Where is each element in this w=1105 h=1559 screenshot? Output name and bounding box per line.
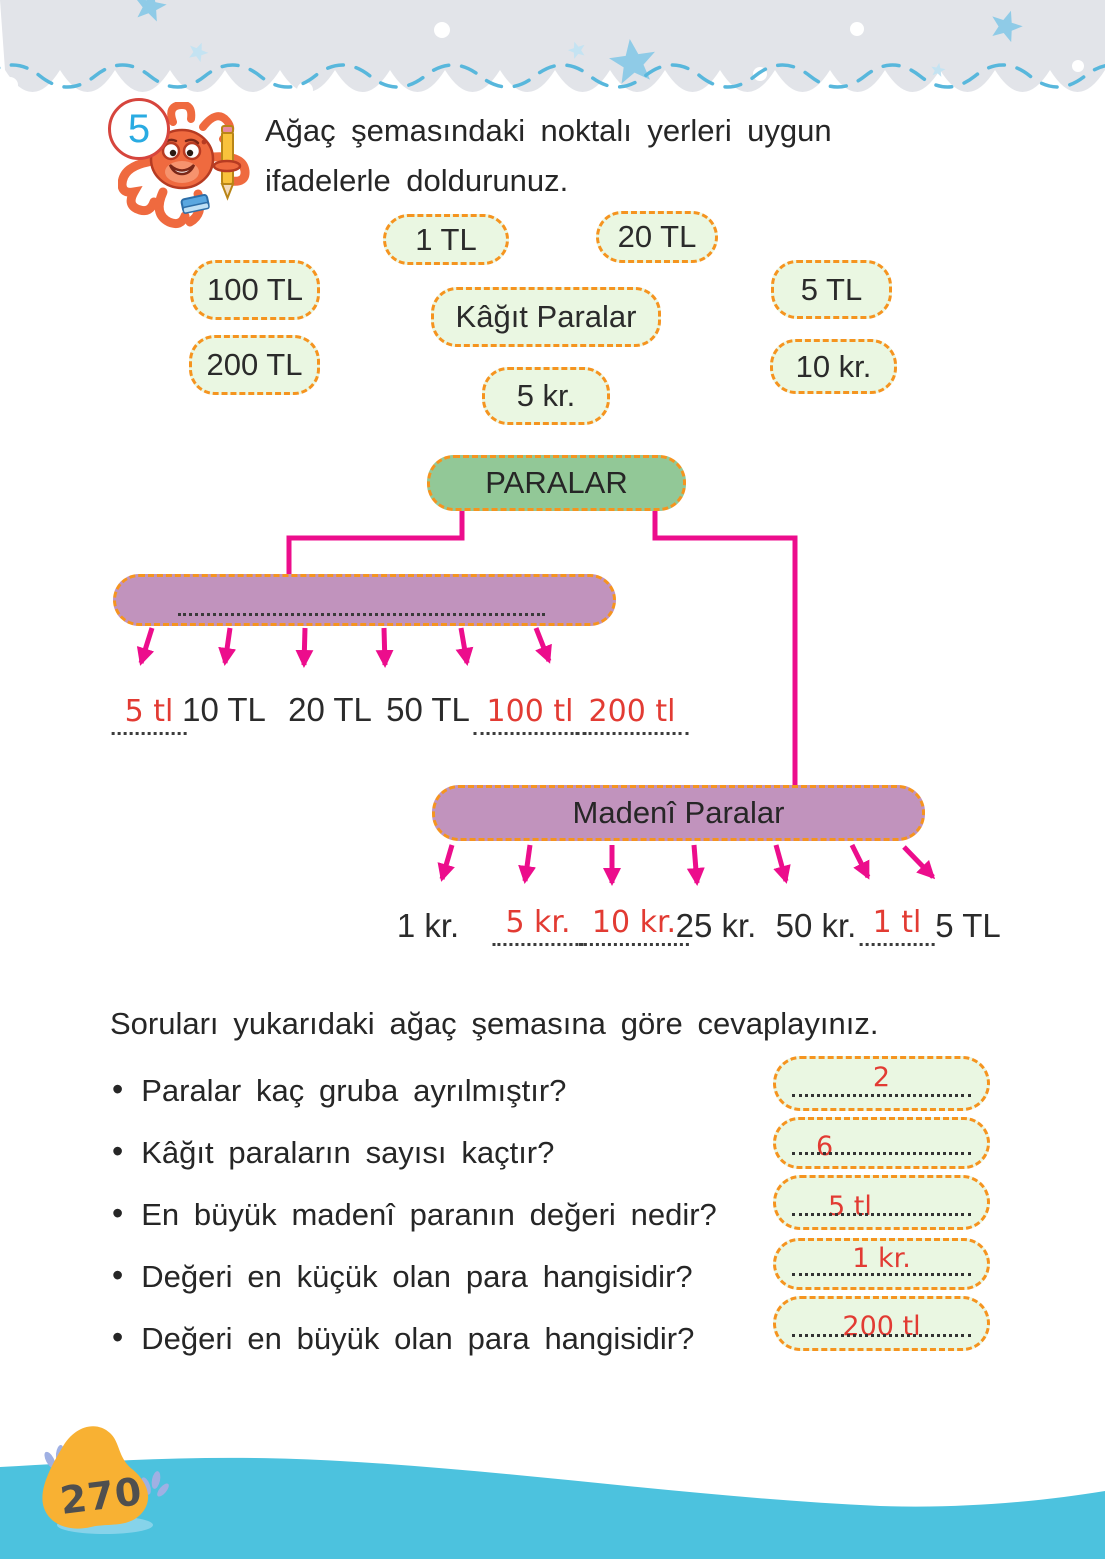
coin-group-arrows	[437, 843, 936, 886]
dotted-answer-line	[473, 732, 587, 735]
dotted-answer-line	[492, 943, 584, 946]
question-2: Kâğıt paraların sayısı kaçtır?	[112, 1134, 772, 1171]
questions-heading: Soruları yukarıdaki ağaç şemasına göre c…	[110, 1006, 879, 1041]
paper-leaf-200tl[interactable]: 200 tl	[575, 694, 689, 735]
dotted-answer-line	[859, 943, 935, 946]
answer-box-4[interactable]: 1 kr.	[773, 1238, 990, 1290]
dotted-answer-line	[792, 1334, 971, 1337]
pill-label: Kâğıt Paralar	[455, 299, 637, 334]
paper-group-answer-blank[interactable]	[178, 613, 545, 616]
answer-box-2[interactable]: 6	[773, 1117, 990, 1169]
paper-leaf-10tl: 10 TL	[182, 691, 266, 728]
question-5: Değeri en büyük olan para hangisidir?	[112, 1320, 772, 1357]
paper-leaf-100tl[interactable]: 100 tl	[473, 694, 587, 735]
dotted-answer-line	[575, 732, 689, 735]
sea-wave-shape	[0, 1457, 1105, 1559]
word-bank-pill-10kr: 10 kr.	[770, 339, 897, 394]
paper-leaf-20tl: 20 TL	[288, 691, 372, 728]
word-bank-pill-100tl: 100 TL	[190, 260, 320, 320]
question-1: Paralar kaç gruba ayrılmıştır?	[112, 1072, 772, 1109]
paper-group-arrows	[136, 627, 552, 668]
word-bank-pill-kagit-paralar: Kâğıt Paralar	[431, 287, 661, 347]
instruction-line-2: ifadelerle doldurunuz.	[265, 163, 569, 198]
pill-label: 200 TL	[206, 347, 303, 382]
pill-label: 5 kr.	[516, 378, 576, 413]
question-text: Değeri en büyük olan para hangisidir?	[141, 1321, 695, 1356]
handwritten-answer: 200 tl	[842, 1311, 921, 1342]
coin-leaf-5tl: 5 TL	[935, 907, 1001, 944]
coin-leaf-5kr[interactable]: 5 kr.	[492, 905, 584, 946]
coin-leaf-1tl[interactable]: 1 tl	[859, 905, 935, 946]
handwritten-answer: 1 kr.	[852, 1243, 911, 1274]
instruction-line-1: Ağaç şemasındaki noktalı yerleri uygun	[265, 113, 832, 148]
question-3: En büyük madenî paranın değeri nedir?	[112, 1196, 772, 1233]
coin-leaf-10kr[interactable]: 10 kr.	[578, 905, 690, 946]
paper-leaf-5tl[interactable]: 5 tl	[111, 694, 187, 735]
pill-label: 1 TL	[415, 221, 477, 257]
handwritten-answer: 5 tl	[828, 1191, 872, 1222]
band-scalloped-shape	[0, 0, 1105, 92]
coin-leaf-1kr: 1 kr.	[396, 907, 460, 944]
answer-box-3[interactable]: 5 tl	[773, 1175, 990, 1230]
question-text: En büyük madenî paranın değeri nedir?	[141, 1197, 717, 1232]
connector-root-to-paper	[286, 511, 465, 574]
tree-root-box: PARALAR	[427, 455, 686, 511]
coin-group-label: Madenî Paralar	[572, 795, 785, 830]
instruction-text: Ağaç şemasındaki noktalı yerleri uygun i…	[265, 106, 905, 206]
word-bank-pill-1tl: 1 TL	[383, 214, 509, 265]
word-bank-pill-5kr: 5 kr.	[482, 367, 610, 425]
coin-leaf-50kr: 50 kr.	[775, 907, 857, 944]
coin-group-box: Madenî Paralar	[432, 785, 925, 841]
pill-label: 100 TL	[207, 272, 303, 307]
eraser-icon	[180, 193, 210, 214]
dotted-answer-line	[792, 1273, 971, 1276]
pill-label: 5 TL	[800, 271, 863, 307]
question-text: Değeri en küçük olan para hangisidir?	[141, 1259, 693, 1294]
dotted-answer-line	[111, 732, 187, 735]
band-dashed-wave	[0, 63, 1105, 89]
band-stars	[135, 0, 1023, 84]
footer-wave: 270	[0, 1426, 1105, 1559]
octopus-illustration	[118, 102, 250, 228]
question-text: Kâğıt paraların sayısı kaçtır?	[141, 1135, 555, 1170]
paper-leaf-50tl: 50 TL	[386, 691, 470, 728]
handwritten-answer: 2	[872, 1062, 891, 1093]
question-4: Değeri en küçük olan para hangisidir?	[112, 1258, 772, 1295]
word-bank-pill-200tl: 200 TL	[189, 335, 320, 395]
coin-leaf-25kr: 25 kr.	[675, 907, 757, 944]
pencil-icon	[212, 125, 242, 201]
question-text: Paralar kaç gruba ayrılmıştır?	[141, 1073, 567, 1108]
paper-group-box	[113, 574, 616, 626]
word-bank-pill-5tl: 5 TL	[771, 260, 892, 319]
dotted-answer-line	[792, 1094, 971, 1097]
dotted-answer-line	[792, 1152, 971, 1155]
tree-root-label: PARALAR	[485, 465, 628, 500]
pill-label: 10 kr.	[795, 348, 872, 384]
exercise-number: 5	[127, 106, 151, 151]
top-decorative-band	[0, 0, 1105, 98]
pill-label: 20 TL	[617, 219, 697, 254]
answer-box-5[interactable]: 200 tl	[773, 1296, 990, 1351]
band-dots	[2, 22, 1084, 98]
dotted-answer-line	[578, 943, 690, 946]
connector-root-to-coins	[652, 511, 798, 785]
exercise-number-badge: 5	[108, 98, 170, 160]
handwritten-answer: 6	[816, 1131, 834, 1162]
answer-box-1[interactable]: 2	[773, 1056, 990, 1111]
page-number: 270	[58, 1469, 145, 1523]
word-bank-pill-20tl: 20 TL	[596, 211, 718, 263]
starfish-page-badge	[42, 1426, 149, 1529]
dotted-answer-line	[792, 1213, 971, 1216]
